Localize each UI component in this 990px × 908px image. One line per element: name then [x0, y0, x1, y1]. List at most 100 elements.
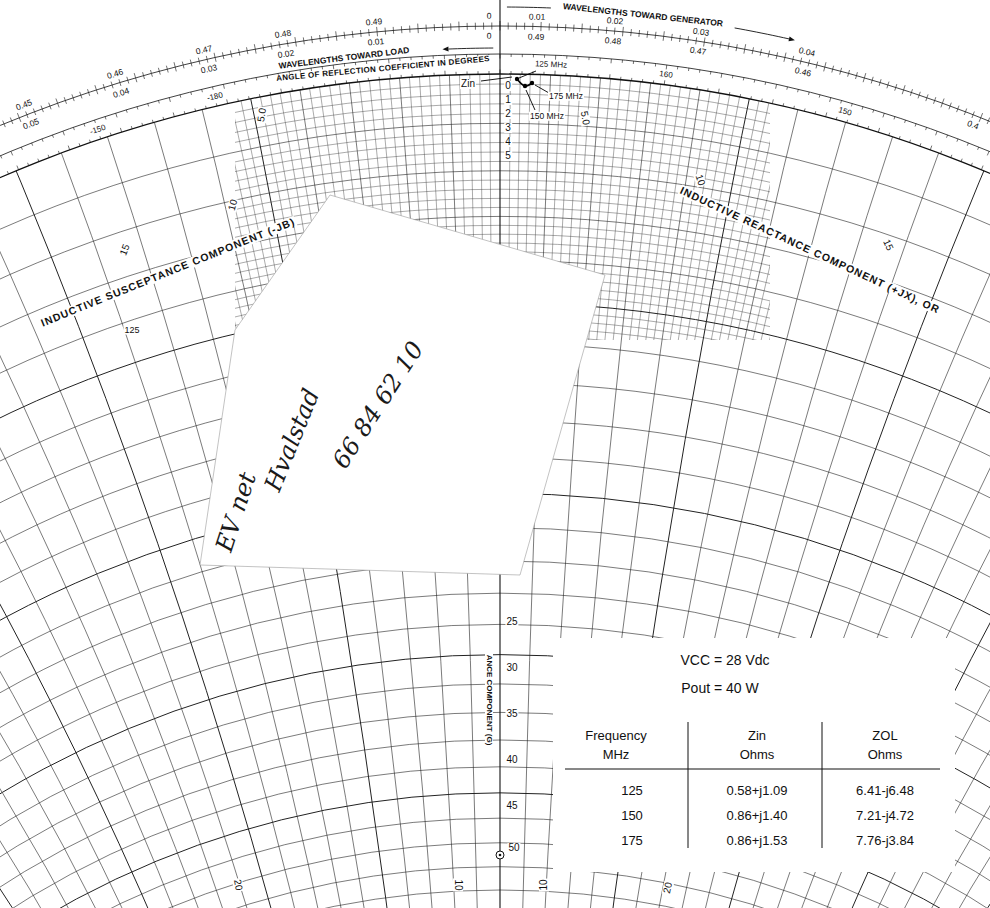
reactance-arc: [500, 0, 990, 908]
reactance-number: 5.0: [256, 106, 268, 123]
leader-line: [535, 85, 549, 93]
axis-number: 3: [504, 123, 512, 133]
resistance-circle: [0, 593, 990, 908]
resistance-circle: [235, 94, 770, 340]
resistance-circle: [0, 528, 990, 908]
note-paper: [200, 195, 605, 575]
table-rules: [565, 722, 940, 848]
angle-number: 160: [657, 70, 673, 80]
grid-number: 125: [123, 326, 140, 335]
resistance-circle: [235, 104, 770, 340]
table-cell: 0.86+j1.40: [725, 809, 788, 822]
scale-number: 0.01: [366, 37, 385, 47]
reactance-arc: [500, 0, 990, 908]
scale-number: 0.45: [14, 98, 34, 113]
scale-number: 0.48: [273, 28, 293, 39]
scale-number: 0.49: [364, 17, 383, 27]
frequency-label: 175 MHz: [548, 92, 584, 101]
table-cell: 7.21-j4.72: [855, 809, 915, 822]
scale-number: 0.05: [21, 116, 41, 131]
reactance-number: 10: [693, 172, 707, 188]
resistance-circle: [0, 561, 990, 908]
table-rule: [565, 769, 940, 770]
scale-ring: [0, 26, 990, 908]
table-header: Ohms: [867, 748, 904, 761]
resistance-circle: [0, 171, 990, 908]
reactance-arc: [500, 0, 990, 908]
reactance-arc: [500, 0, 990, 908]
reactance-number: 10: [226, 197, 239, 212]
scale-number: 0.47: [688, 46, 708, 57]
scale-ring: [0, 54, 990, 908]
table-rule: [688, 722, 689, 848]
leader-line: [526, 90, 535, 110]
reactance-arc: [500, 493, 990, 908]
angle-number: -180: [205, 91, 224, 103]
axis-number: 45: [505, 801, 518, 811]
reactance-number: 15: [881, 237, 895, 253]
resistance-circle: [0, 890, 990, 908]
zin-label: Zin: [460, 79, 476, 89]
axis-title: ANCE COMPONENT (G): [485, 654, 493, 747]
centre-dot: [499, 854, 502, 857]
zin-point: [523, 84, 527, 88]
resistance-circle: [0, 624, 990, 908]
reactance-arc: [500, 74, 990, 908]
reactance-arc: [500, 0, 990, 908]
resistance-circle: [235, 133, 770, 340]
scale-number: 0.01: [527, 12, 546, 21]
reactance-arc: [500, 0, 990, 908]
table-rule: [822, 722, 823, 848]
scale-number: 0.47: [194, 43, 214, 55]
scale-title: WAVELENGTHS TOWARD GENERATOR: [562, 2, 725, 28]
handwritten-note: 66 84 62 10: [328, 337, 428, 473]
axis-number: 25: [505, 617, 518, 627]
reactance-arc: [500, 0, 990, 908]
table-header: MHz: [602, 748, 631, 761]
scale-number: 0.49: [527, 32, 546, 41]
scale-rings: [0, 26, 990, 908]
grid-number: 20: [662, 881, 675, 896]
angle-number: -150: [88, 123, 108, 136]
resistance-circle: [0, 867, 990, 908]
table-header: ZOL: [871, 729, 898, 742]
direction-arrow: [507, 7, 551, 9]
frequency-label: 125 MHz: [534, 60, 568, 69]
grid-number: 10: [453, 878, 463, 891]
reactance-arc: [500, 0, 990, 908]
reactance-arc: [500, 0, 990, 908]
handwritten-note: Hvalstad: [260, 384, 324, 495]
reactance-arc: [500, 0, 990, 908]
zin-point: [515, 77, 519, 81]
reactance-arc: [500, 0, 990, 908]
reactance-arc: [500, 0, 990, 908]
arrow-head: [788, 36, 794, 41]
angle-number: 150: [837, 106, 854, 118]
reactance-arc: [500, 0, 990, 908]
axis-number: 5: [504, 151, 512, 161]
reactance-arc: [500, 0, 990, 908]
table-cell: 175: [620, 834, 644, 847]
reactance-arc: [500, 0, 990, 908]
scale-number: 0.46: [105, 67, 125, 81]
scale-number: 0.04: [797, 46, 817, 59]
axis-number: 40: [505, 755, 518, 765]
axis-number: 30: [505, 663, 518, 673]
axis-number: 1: [504, 95, 512, 105]
scale-number: 0.4: [965, 119, 981, 132]
reactance-number: 15: [118, 242, 132, 258]
table-header: Ohms: [739, 748, 776, 761]
leader-line: [519, 71, 536, 78]
axis-number: 35: [505, 709, 518, 719]
axis-number: 2: [504, 109, 512, 119]
reactance-arc: [500, 0, 990, 908]
table-cell: 7.76-j3.84: [855, 834, 915, 847]
scale-title: INDUCTIVE SUSCEPTANCE COMPONENT (-JB): [39, 216, 298, 329]
scale-ring: [0, 74, 990, 908]
reactance-arc: [500, 0, 990, 908]
scale-number: 0.03: [199, 63, 219, 75]
table-cell: 125: [620, 784, 644, 797]
scale-number: 0.02: [605, 16, 624, 26]
